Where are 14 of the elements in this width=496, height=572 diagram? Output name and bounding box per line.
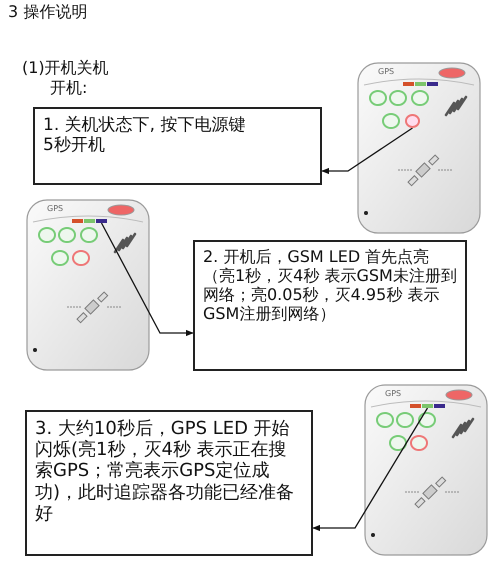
device-label: GPS [378, 67, 394, 76]
instruction-box: 2. 开机后，GSM LED 首先点亮（亮1秒，灭4秒 表示GSM未注册到网络；亮0.05秒，灭4.95秒 表示GSM注册到网络） [193, 240, 467, 371]
led-indicator [422, 404, 433, 408]
instruction-box: 1. 关机状态下, 按下电源键 5秒开机 [33, 107, 322, 185]
device-label: GPS [47, 204, 64, 213]
instruction-box: 3. 大约10秒后，GPS LED 开始闪烁(亮1秒，灭4秒 表示正在搜索GPS；常亮表示GPS定位成功)，此时追踪器各功能已经准备好 [25, 410, 313, 556]
leader-line [100, 222, 194, 336]
leader-line [321, 127, 413, 174]
subheading: 开机: [50, 78, 88, 99]
device-label: GPS [385, 389, 402, 398]
section-heading: (1)开机关机 [22, 58, 109, 79]
led-indicator [96, 219, 107, 223]
leader-line [312, 408, 428, 532]
page-title: 3 操作说明 [8, 2, 88, 23]
